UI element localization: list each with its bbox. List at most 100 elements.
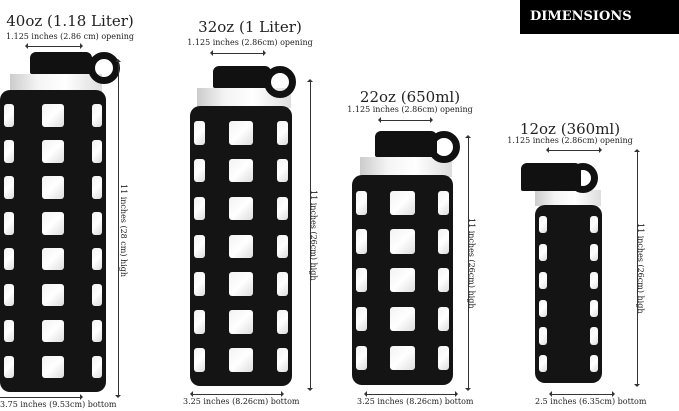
sleeve-window (91, 356, 102, 379)
sleeve-window (41, 140, 65, 163)
bottom-arrow (190, 391, 284, 397)
sleeve-window (4, 248, 15, 271)
opening-arrow (546, 147, 602, 153)
bottom-label: 3.75 inches (9.53cm) bottom (0, 400, 117, 409)
bottle-size-label: 22oz (650ml) (359, 88, 461, 106)
opening-label: 1.125 inches (2.86cm) opening (187, 38, 313, 47)
bottle-cap (213, 66, 271, 88)
sleeve-window (438, 190, 449, 215)
bottle-cap (375, 131, 437, 157)
sleeve-window (390, 268, 415, 293)
sleeve-window (229, 121, 253, 145)
sleeve-window (229, 234, 253, 259)
sleeve-window (194, 158, 205, 183)
bottle-size-label: 40oz (1.18 Liter) (6, 12, 134, 30)
silicone-sleeve (0, 90, 106, 392)
sleeve-window (438, 307, 449, 332)
bottle-cap (521, 163, 581, 191)
opening-label: 1.125 inches (2.86cm) opening (507, 136, 633, 145)
sleeve-window (91, 248, 102, 271)
height-arrow (634, 149, 640, 387)
sleeve-window (41, 176, 65, 199)
glass-neck (535, 190, 601, 206)
bottle-size-label: 32oz (1 Liter) (198, 18, 302, 36)
sleeve-window (356, 307, 367, 332)
sleeve-window (590, 299, 598, 317)
height-label: 11 inches (26cm) high (309, 190, 318, 281)
sleeve-window (194, 310, 205, 334)
sleeve-window (356, 190, 367, 215)
sleeve-window (539, 355, 547, 373)
silicone-sleeve (352, 175, 453, 385)
sleeve-window (194, 348, 205, 372)
sleeve-window (41, 248, 65, 271)
sleeve-window (41, 212, 65, 235)
sleeve-window (390, 229, 415, 254)
sleeve-window (438, 229, 449, 254)
sleeve-window (277, 348, 288, 372)
sleeve-window (4, 320, 15, 343)
sleeve-window (539, 216, 547, 234)
bottom-arrow (549, 391, 615, 397)
sleeve-window (91, 140, 102, 163)
sleeve-window (194, 234, 205, 259)
sleeve-window (41, 356, 65, 379)
sleeve-window (539, 299, 547, 317)
sleeve-window (539, 271, 547, 289)
sleeve-window (91, 212, 102, 235)
height-label: 11 inches (26cm) high (467, 218, 476, 309)
bottom-arrow (364, 391, 458, 397)
bottle-cap (30, 52, 92, 74)
sleeve-window (229, 158, 253, 183)
opening-label: 1.125 inches (2.86 cm) opening (5, 32, 135, 41)
sleeve-window (277, 234, 288, 259)
sleeve-window (277, 272, 288, 296)
sleeve-window (590, 216, 598, 234)
height-label: 11 inches (26cm) high (636, 223, 645, 314)
sleeve-window (41, 104, 65, 127)
sleeve-window (41, 320, 65, 343)
bottom-label: 3.25 inches (8.26cm) bottom (357, 397, 474, 406)
sleeve-window (277, 121, 288, 145)
height-arrow (115, 59, 121, 398)
dimensions-badge: DIMENSIONS (520, 0, 679, 34)
sleeve-window (4, 212, 15, 235)
sleeve-window (590, 327, 598, 345)
sleeve-window (590, 243, 598, 262)
sleeve-window (91, 284, 102, 307)
sleeve-window (91, 104, 102, 127)
opening-arrow (25, 43, 83, 49)
sleeve-window (356, 229, 367, 254)
sleeve-window (277, 196, 288, 221)
bottom-arrow (0, 394, 83, 400)
sleeve-window (4, 284, 15, 307)
sleeve-window (4, 140, 15, 163)
sleeve-window (539, 243, 547, 262)
bottom-label: 3.25 inches (8.26cm) bottom (183, 397, 300, 406)
sleeve-window (229, 196, 253, 221)
sleeve-window (390, 346, 415, 371)
cap-loop (88, 52, 120, 84)
sleeve-window (229, 310, 253, 334)
sleeve-window (438, 268, 449, 293)
glass-neck (360, 157, 452, 177)
opening-arrow (378, 117, 433, 123)
sleeve-window (91, 176, 102, 199)
bottle-size-label: 12oz (360ml) (519, 120, 621, 138)
bottom-label: 2.5 inches (6.35cm) bottom (535, 397, 647, 406)
sleeve-window (4, 104, 15, 127)
sleeve-window (229, 272, 253, 296)
sleeve-window (4, 356, 15, 379)
sleeve-window (356, 268, 367, 293)
sleeve-window (390, 190, 415, 215)
height-arrow (465, 135, 471, 391)
sleeve-window (590, 271, 598, 289)
sleeve-window (91, 320, 102, 343)
sleeve-window (194, 272, 205, 296)
height-arrow (307, 79, 313, 391)
height-label: 11 inches (28 cm) high (119, 183, 128, 277)
sleeve-window (539, 327, 547, 345)
sleeve-window (277, 158, 288, 183)
sleeve-window (194, 121, 205, 145)
